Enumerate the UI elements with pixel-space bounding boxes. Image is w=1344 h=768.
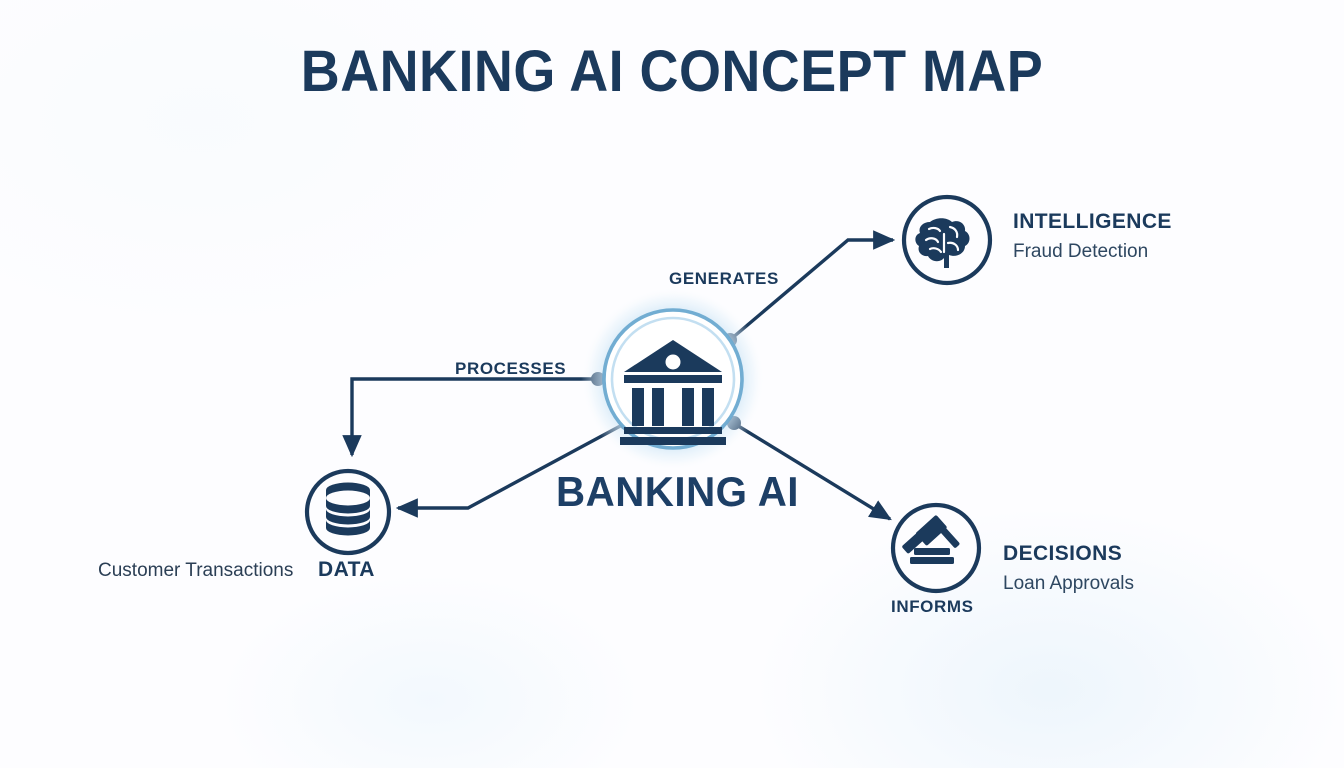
bank-building-icon: [620, 340, 726, 445]
node-subtitle-intelligence: Fraud Detection: [1013, 241, 1149, 262]
edge-label-informs: INFORMS: [891, 597, 974, 616]
edge-label-generates: GENERATES: [669, 269, 779, 288]
center-node-label: BANKING AI: [556, 468, 799, 515]
node-label-decisions: DECISIONS: [1003, 542, 1123, 565]
node-data[interactable]: [304, 468, 392, 556]
node-banking-ai[interactable]: [581, 287, 765, 471]
gavel-icon: [902, 515, 960, 564]
brain-icon: [915, 218, 970, 268]
edge-label-processes: PROCESSES: [455, 359, 567, 378]
node-label-data: DATA: [318, 558, 375, 581]
node-decisions[interactable]: [890, 502, 982, 594]
database-icon: [326, 482, 370, 536]
node-text-intelligence: INTELLIGENCE Fraud Detection: [1013, 210, 1172, 263]
node-text-decisions: DECISIONS Loan Approvals: [1003, 542, 1134, 595]
node-intelligence[interactable]: [901, 194, 993, 286]
page-title: BANKING AI CONCEPT MAP: [300, 39, 1044, 104]
edge-processes: [342, 372, 605, 458]
node-label-intelligence: INTELLIGENCE: [1013, 210, 1172, 233]
node-caption-data: Customer Transactions: [98, 560, 294, 581]
node-subtitle-decisions: Loan Approvals: [1003, 573, 1134, 594]
